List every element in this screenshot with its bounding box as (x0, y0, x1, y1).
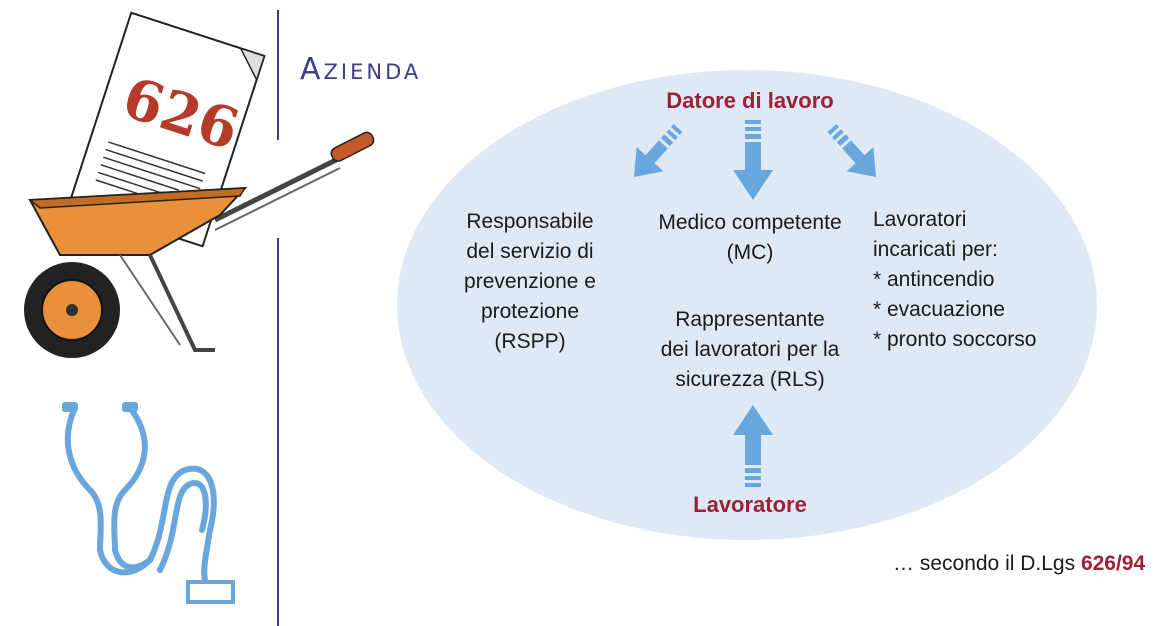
rspp-line-1: Responsabile (466, 210, 594, 233)
rls-line-1: Rappresentante (675, 308, 825, 331)
footnote-prefix: … secondo il D.Lgs (893, 552, 1081, 575)
workers-line-3: * antincendio (873, 268, 995, 291)
rspp-line-2: del servizio di (466, 240, 594, 263)
arrow-down-right-icon (827, 124, 877, 178)
vertical-divider-bottom (277, 238, 279, 626)
workers-line-1: Lavoratori (873, 208, 967, 231)
rspp-line-3: prevenzione e (464, 270, 596, 293)
worker-label: Lavoratore (693, 492, 807, 517)
workers-list: Lavoratori incaricati per: * antincendio… (873, 205, 1036, 355)
section-title: Azienda (300, 52, 422, 87)
wheelbarrow-626-icon: 626 (24, 11, 375, 358)
arrow-down-left-icon (633, 124, 683, 178)
workers-line-4: * evacuazione (873, 298, 1005, 321)
rspp-line-5: (RSPP) (494, 330, 566, 353)
rls-line-2: dei lavoratori per la (660, 338, 840, 361)
mc-line-1: Medico competente (658, 211, 842, 234)
rls-line-3: sicurezza (RLS) (675, 368, 825, 391)
arrow-down-icon (733, 120, 773, 200)
workers-line-5: * pronto soccorso (873, 328, 1037, 351)
footnote-ref: 626/94 (1080, 552, 1146, 575)
stethoscope-icon (62, 402, 235, 604)
footnote: … secondo il D.Lgs 626/94 (893, 552, 1145, 576)
rspp-line-4: protezione (480, 300, 580, 323)
employer-label: Datore di lavoro (666, 88, 834, 113)
arrow-up-icon (733, 405, 773, 487)
mc-label: Medico competente (MC) (630, 208, 870, 268)
rls-label: Rappresentante dei lavoratori per la sic… (630, 305, 870, 395)
workers-line-2: incaricati per: (873, 238, 998, 261)
rspp-label: Responsabile del servizio di prevenzione… (440, 207, 620, 357)
mc-line-2: (MC) (726, 241, 774, 264)
vertical-divider-top (277, 10, 279, 140)
